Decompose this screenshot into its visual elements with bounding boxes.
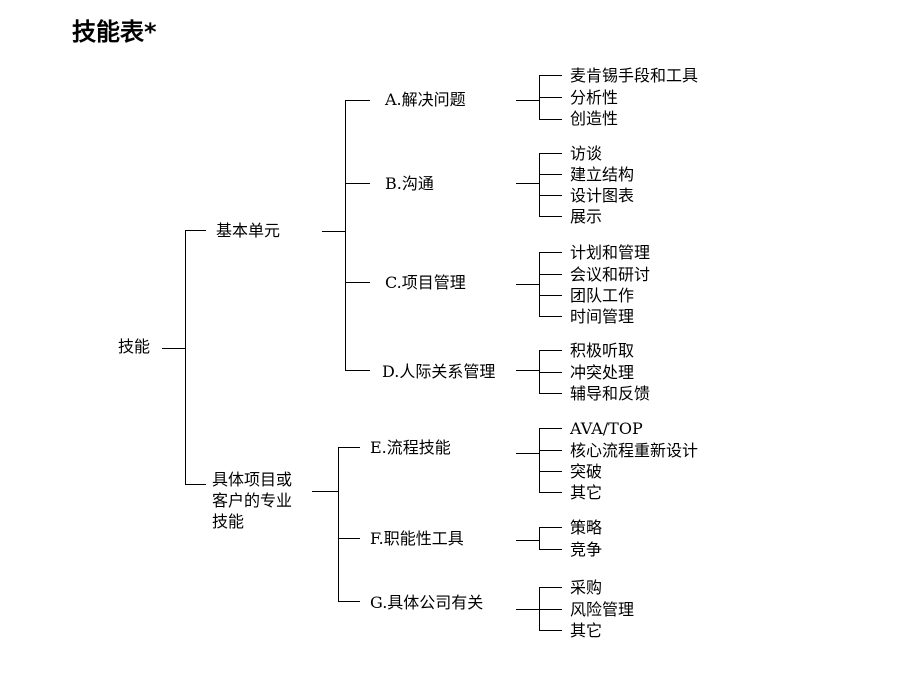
category-e: E.流程技能 <box>370 438 451 457</box>
item-label: 访谈 <box>570 144 603 163</box>
page-title: 技能表* <box>72 18 157 46</box>
item-label: 建立结构 <box>570 165 635 184</box>
item-label: 麦肯锡手段和工具 <box>570 66 699 85</box>
item-label: 积极听取 <box>570 341 635 360</box>
item-label: 风险管理 <box>570 600 635 619</box>
item-label: AVA/TOP <box>570 419 643 438</box>
item-label: 计划和管理 <box>570 243 651 262</box>
item-label: 创造性 <box>570 109 619 128</box>
root-node-label: 技能 <box>118 337 151 356</box>
item-label: 核心流程重新设计 <box>570 441 699 460</box>
item-label: 会议和研讨 <box>570 265 651 284</box>
category-f: F.职能性工具 <box>370 529 464 548</box>
category-g: G.具体公司有关 <box>370 593 484 612</box>
item-label: 其它 <box>570 621 603 640</box>
item-label: 设计图表 <box>570 186 635 205</box>
category-d: D.人际关系管理 <box>382 362 496 381</box>
item-label: 冲突处理 <box>570 363 635 382</box>
item-label: 展示 <box>570 207 603 226</box>
item-label: 竞争 <box>570 540 603 559</box>
group-project-client-skills: 具体项目或客户的专业技能 <box>212 470 293 531</box>
item-label: 策略 <box>570 518 603 537</box>
item-label: 其它 <box>570 483 603 502</box>
group-basic-units: 基本单元 <box>216 221 281 240</box>
category-b: B.沟通 <box>385 174 434 193</box>
category-c: C.项目管理 <box>385 273 466 292</box>
item-label: 采购 <box>570 578 603 597</box>
item-label: 时间管理 <box>570 307 635 326</box>
item-label: 突破 <box>570 462 603 481</box>
item-label: 分析性 <box>570 88 619 107</box>
item-label: 团队工作 <box>570 286 635 305</box>
category-a: A.解决问题 <box>385 90 466 109</box>
item-label: 辅导和反馈 <box>570 384 651 403</box>
